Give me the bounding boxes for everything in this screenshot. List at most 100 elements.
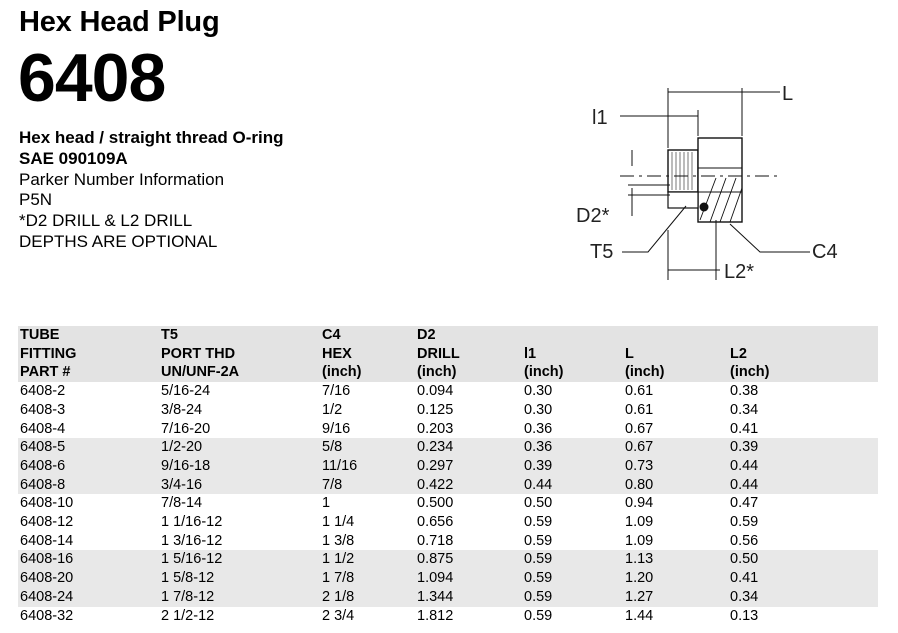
table-cell: 6408-16 — [20, 551, 74, 568]
spec-line: SAE 090109A — [19, 148, 128, 168]
table-cell: 1 3/16-12 — [161, 532, 223, 549]
header-cell: L — [625, 345, 634, 362]
table-cell: 0.44 — [730, 457, 759, 474]
table-cell: 0.125 — [417, 401, 454, 418]
table-cell: 0.656 — [417, 514, 454, 531]
table-cell: 9/16-18 — [161, 457, 211, 474]
table-cell: 6408-5 — [20, 439, 66, 456]
thread-section — [667, 149, 699, 193]
technical-drawing: l1 L D2* T5 C4 L2* — [560, 70, 860, 300]
label-l1: l1 — [592, 107, 608, 129]
table-cell: 1.812 — [417, 607, 454, 624]
label-d2: D2* — [576, 205, 610, 227]
table-cell: 0.47 — [730, 495, 759, 512]
table-cell: 6408-32 — [20, 607, 74, 624]
table-cell: 7/8-14 — [161, 495, 203, 512]
header-row: PART # UN/UNF-2A (inch) (inch) (inch) (i… — [18, 363, 878, 383]
table-cell: 9/16 — [322, 420, 351, 437]
header-cell: l1 — [524, 345, 537, 362]
table-cell: 0.59 — [524, 588, 553, 605]
page-title: Hex Head Plug — [19, 6, 220, 38]
table-cell: 0.61 — [625, 401, 654, 418]
table-cell: 0.59 — [524, 514, 553, 531]
table-cell: 0.718 — [417, 532, 454, 549]
header-cell: (inch) — [322, 364, 362, 381]
table-cell: 0.44 — [524, 476, 553, 493]
table-cell: 1 1/4 — [322, 514, 355, 531]
header-cell — [522, 326, 623, 345]
header-cell: DRILL — [417, 345, 460, 362]
table-cell: 1 7/8 — [322, 570, 355, 587]
specification-table: TUBE T5 C4 D2 FITTING PORT THD HEX DRILL… — [18, 326, 878, 625]
table-cell: 6408-24 — [20, 588, 74, 605]
header-row: FITTING PORT THD HEX DRILL l1 L L2 — [18, 344, 878, 364]
table-cell: 1 1/16-12 — [161, 514, 223, 531]
table-cell: 6408-4 — [20, 420, 66, 437]
header-row: TUBE T5 C4 D2 — [18, 326, 878, 345]
table-cell: 11/16 — [322, 457, 358, 474]
table-header: TUBE T5 C4 D2 FITTING PORT THD HEX DRILL… — [18, 326, 878, 383]
table-cell: 1.20 — [625, 570, 654, 587]
table-cell: 7/16 — [322, 383, 351, 400]
table-cell: 0.36 — [524, 420, 553, 437]
table-cell: 0.297 — [417, 457, 454, 474]
header-cell — [728, 326, 878, 345]
table-cell: 2 1/2-12 — [161, 607, 215, 624]
table-cell: 1.344 — [417, 588, 454, 605]
header-cell: PART # — [20, 364, 71, 381]
label-c4: C4 — [812, 241, 838, 263]
table-cell: 0.59 — [524, 570, 553, 587]
table-cell: 1.09 — [625, 514, 654, 531]
part-number: 6408 — [18, 40, 166, 116]
table-cell: 1 1/2 — [322, 551, 355, 568]
table-cell: 3/8-24 — [161, 401, 203, 418]
table-cell: 0.39 — [524, 457, 553, 474]
header-cell — [623, 326, 728, 345]
table-cell: 1/2 — [322, 401, 343, 418]
header-cell: L2 — [730, 345, 747, 362]
table-cell: 0.422 — [417, 476, 454, 493]
table-cell: 0.73 — [625, 457, 654, 474]
table-cell: 0.500 — [417, 495, 454, 512]
header-cell: (inch) — [625, 364, 665, 381]
table-cell: 0.59 — [730, 514, 759, 531]
table-cell: 0.34 — [730, 588, 759, 605]
table-cell: 6408-6 — [20, 457, 66, 474]
table-cell: 0.67 — [625, 420, 654, 437]
table-cell: 0.36 — [524, 439, 553, 456]
table-cell: 7/8 — [322, 476, 343, 493]
header-cell: D2 — [417, 327, 436, 343]
table-cell: 1.13 — [625, 551, 654, 568]
description-line: Hex head / straight thread O-ring — [19, 128, 284, 147]
label-t5: T5 — [590, 241, 613, 263]
table-cell: 1.094 — [417, 570, 454, 587]
label-l: L — [782, 83, 793, 105]
table-cell: 1 — [322, 495, 331, 512]
header-cell: PORT THD — [161, 345, 236, 362]
o-ring — [699, 202, 709, 212]
header-cell: TUBE — [20, 327, 60, 343]
table-cell: 0.50 — [524, 495, 553, 512]
table-cell: 7/16-20 — [161, 420, 211, 437]
table-row: 6408-6 9/16-18 11/16 0.297 0.39 0.73 0.44 — [18, 456, 878, 476]
label-l2: L2* — [724, 261, 754, 283]
parker-info-label: Parker Number Information — [19, 169, 225, 189]
table-cell: 1.27 — [625, 588, 654, 605]
table-cell: 0.41 — [730, 420, 759, 437]
table-cell: 6408-3 — [20, 401, 66, 418]
table-cell: 1.09 — [625, 532, 654, 549]
header-cell: (inch) — [730, 364, 770, 381]
table-cell: 0.59 — [524, 532, 553, 549]
table-cell: 0.41 — [730, 570, 759, 587]
header-cell: T5 — [161, 327, 178, 343]
description-block: Hex head / straight thread O-ring SAE 09… — [19, 128, 284, 253]
